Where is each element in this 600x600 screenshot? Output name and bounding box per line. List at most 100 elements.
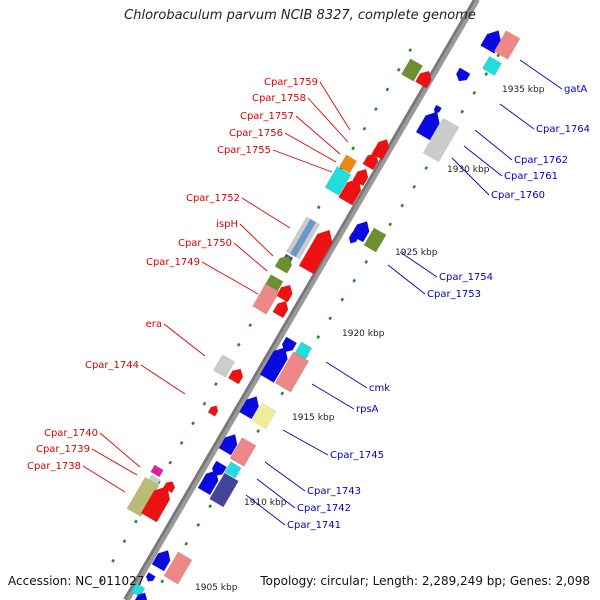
- gene-feature: [227, 368, 244, 385]
- left-gene-label: Cpar_1752: [186, 193, 240, 204]
- gene-feature: [455, 67, 471, 82]
- right-leader-line: [282, 429, 329, 456]
- gene-feature: [150, 464, 164, 478]
- right-leader-line: [499, 103, 535, 130]
- gene-feature: [363, 227, 387, 253]
- tick-dot: [122, 539, 127, 544]
- gene-feature: [126, 477, 160, 517]
- right-gene-label: Cpar_1743: [307, 486, 361, 497]
- right-gene-label: Cpar_1760: [491, 190, 545, 201]
- gene-feature: [415, 111, 440, 141]
- left-gene-label: Cpar_1739: [36, 444, 90, 455]
- gene-feature: [252, 283, 280, 315]
- genome-backbone: [123, 0, 480, 600]
- gene-feature: [281, 336, 298, 353]
- gene-feature: [259, 347, 288, 383]
- right-gene-label: cmk: [369, 383, 390, 394]
- accession-text: Accession: NC_011027: [8, 574, 145, 588]
- left-leader-line: [163, 323, 206, 357]
- gene-feature: [482, 56, 502, 76]
- gene-feature: [151, 550, 171, 572]
- gene-feature: [324, 166, 352, 196]
- right-leader-line: [311, 383, 355, 410]
- left-leader-line: [307, 97, 349, 143]
- left-leader-line: [99, 432, 141, 468]
- gene-feature: [276, 284, 293, 303]
- tick-dot: [99, 578, 104, 583]
- right-gene-label: Cpar_1762: [514, 155, 568, 166]
- right-gene-label: gatA: [564, 84, 587, 95]
- tick-dot: [385, 87, 390, 92]
- tick-dot: [196, 523, 201, 527]
- left-leader-line: [233, 242, 268, 272]
- gene-feature: [209, 472, 239, 508]
- tick-dot: [340, 297, 345, 302]
- scale-label: 1905 kbp: [195, 583, 238, 593]
- gene-feature: [272, 300, 289, 319]
- left-gene-label: era: [146, 319, 162, 330]
- left-leader-line: [319, 81, 351, 131]
- tick-dot: [179, 441, 184, 445]
- right-leader-line: [474, 129, 513, 161]
- left-gene-label: Cpar_1759: [264, 77, 318, 88]
- left-leader-line: [91, 448, 138, 476]
- gene-feature: [422, 117, 460, 163]
- left-gene-label: Cpar_1738: [27, 461, 81, 472]
- gene-feature: [197, 470, 219, 496]
- tick-dot: [134, 519, 138, 524]
- map-title: Chlorobaculum parvum NCIB 8327, complete…: [124, 8, 476, 23]
- backbone-line: [126, 0, 480, 600]
- left-gene-label: Cpar_1757: [240, 111, 294, 122]
- gene-feature: [224, 461, 242, 479]
- gene-feature: [338, 154, 358, 174]
- tick-dot: [472, 90, 477, 95]
- gene-feature: [162, 481, 176, 494]
- gene-feature: [298, 229, 333, 275]
- left-leader-line: [241, 197, 291, 229]
- left-leader-line: [295, 115, 341, 155]
- tick-dot: [184, 541, 189, 546]
- left-gene-label: Cpar_1744: [85, 360, 139, 371]
- gene-feature: [134, 592, 148, 600]
- left-gene-label: ispH: [216, 219, 238, 230]
- gene-feature: [480, 30, 502, 54]
- left-leader-line: [272, 149, 333, 173]
- scale-label: 1910 kbp: [244, 498, 287, 508]
- scale-label: 1915 kbp: [292, 413, 335, 423]
- scale-label: 1925 kbp: [395, 248, 438, 258]
- tick-dot: [364, 260, 369, 264]
- right-leader-line: [387, 264, 426, 295]
- gene-feature: [348, 232, 360, 244]
- right-leader-line: [264, 461, 306, 492]
- tick-dot: [408, 48, 413, 53]
- tick-dot: [236, 342, 241, 347]
- gene-feature: [274, 255, 293, 274]
- right-leader-line: [451, 157, 490, 196]
- tick-dot: [460, 109, 465, 114]
- tick-dot: [191, 421, 195, 426]
- tick-dot: [316, 205, 321, 210]
- right-gene-label: Cpar_1753: [427, 289, 481, 300]
- gene-feature: [239, 396, 259, 420]
- gene-feature: [145, 572, 156, 582]
- tick-dot: [214, 382, 218, 386]
- tick-dot: [396, 67, 401, 72]
- right-gene-label: Cpar_1741: [287, 520, 341, 531]
- right-gene-label: Cpar_1764: [536, 124, 590, 135]
- tick-dot: [362, 126, 367, 131]
- tick-dot: [202, 401, 207, 406]
- left-gene-label: Cpar_1740: [44, 428, 98, 439]
- left-leader-line: [239, 223, 274, 257]
- tick-dot: [388, 222, 393, 227]
- scale-labels: 1905 kbp 1910 kbp 1915 kbp 1920 kbp 1925 kbp…: [195, 85, 545, 593]
- gene-feature: [401, 58, 423, 82]
- scale-label: 1920 kbp: [342, 329, 385, 339]
- gene-feature: [415, 70, 432, 89]
- right-gene-label: Cpar_1754: [439, 272, 493, 283]
- right-gene-label: Cpar_1742: [297, 503, 351, 514]
- tick-dot: [256, 429, 261, 433]
- tick-dot: [496, 53, 501, 58]
- right-leader-line: [256, 478, 296, 509]
- tick-dot: [424, 166, 429, 170]
- left-gene-label: Cpar_1758: [252, 93, 306, 104]
